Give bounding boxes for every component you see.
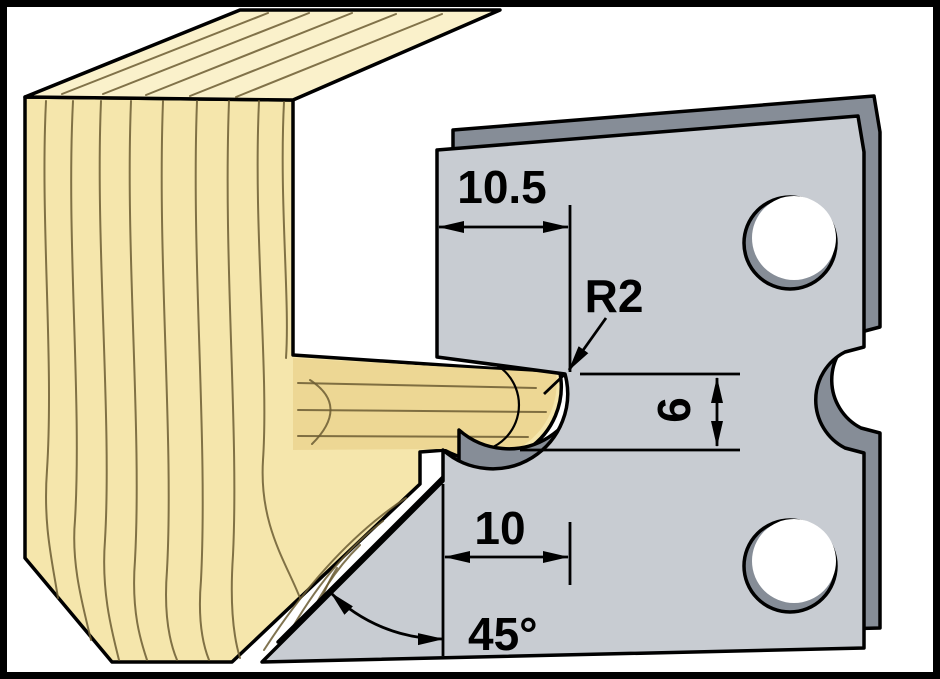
dim-label-radius: R2 bbox=[585, 270, 644, 322]
grain-line bbox=[297, 435, 529, 438]
knife-hole-bottom bbox=[742, 518, 838, 614]
dim-top-width: 10.5 bbox=[438, 161, 572, 372]
grain-line bbox=[70, 100, 92, 641]
dim-label-notch-height: 6 bbox=[648, 397, 700, 423]
dim-label-bottom-width: 10 bbox=[474, 502, 525, 554]
knife-hole-top bbox=[742, 195, 838, 291]
grain-line bbox=[281, 101, 288, 359]
grain-line bbox=[194, 100, 210, 661]
dim-radius: R2 bbox=[543, 270, 644, 396]
grain-line bbox=[297, 382, 537, 389]
grain-line bbox=[160, 100, 178, 661]
grain-line bbox=[43, 100, 59, 599]
dim-label-angle: 45° bbox=[468, 608, 538, 660]
wood-grain-lines bbox=[43, 12, 547, 661]
grain-line bbox=[128, 100, 148, 661]
wood-moulding bbox=[23, 8, 564, 664]
grain-line bbox=[235, 13, 443, 98]
grain-line bbox=[297, 409, 547, 413]
hole-bore bbox=[752, 519, 836, 603]
grain-line bbox=[189, 13, 397, 97]
grain-line bbox=[145, 12, 353, 96]
hole-bore bbox=[752, 196, 836, 280]
grain-line bbox=[226, 100, 241, 659]
dimensions: 10.5 R2 6 10 45° bbox=[330, 161, 740, 660]
dim-label-top-width: 10.5 bbox=[457, 161, 547, 213]
grain-line bbox=[309, 379, 332, 445]
leader-overshoot bbox=[543, 372, 566, 396]
grain-line bbox=[61, 12, 269, 95]
dim-angle: 45° bbox=[330, 592, 538, 660]
angle-arc bbox=[330, 592, 444, 646]
leader-line bbox=[567, 317, 608, 371]
profile-knife bbox=[260, 94, 882, 664]
wood-bead-band bbox=[293, 358, 557, 459]
grain-line bbox=[256, 100, 301, 599]
grain-line bbox=[263, 497, 407, 651]
dim-notch-height: 6 bbox=[520, 372, 740, 452]
grain-line bbox=[102, 12, 310, 95]
grain-line bbox=[98, 100, 120, 661]
